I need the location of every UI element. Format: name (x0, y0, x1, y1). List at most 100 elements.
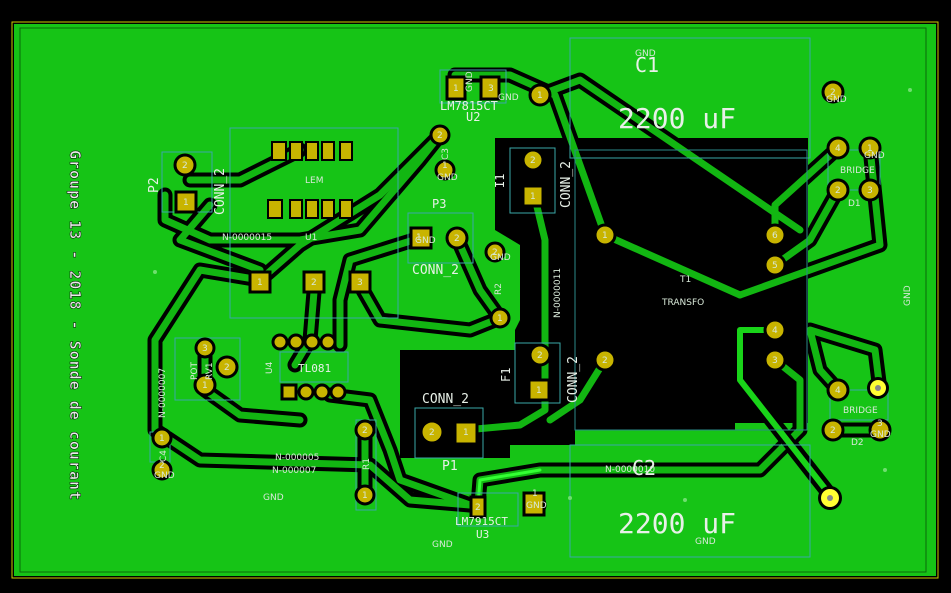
tracks (147, 67, 888, 513)
p1-ref: P1 (442, 459, 458, 474)
pad-num: 1 (497, 314, 503, 324)
d2-name: BRIDGE (843, 406, 878, 416)
board-edge-inner (19, 27, 927, 573)
net-n7a: N-0000007 (158, 368, 168, 418)
u2-pin-b: GND (465, 71, 475, 92)
pad (287, 333, 305, 351)
pad-num: 1 (416, 233, 422, 243)
pad (429, 124, 451, 146)
pad (763, 348, 787, 372)
pad-num: 1 (530, 192, 536, 202)
pad-num: 2 (475, 503, 481, 513)
pad-num: 1 (867, 144, 873, 154)
t1-name: TRANSFO (661, 298, 704, 308)
pad-num: 1 (463, 428, 469, 438)
pad (193, 373, 217, 397)
pad (489, 307, 511, 329)
pad-square (409, 226, 433, 250)
pad-num: 1 (183, 198, 189, 208)
i1-value: CONN_2 (559, 161, 574, 208)
pad (593, 348, 617, 372)
u3-name: LM7915CT (455, 515, 508, 528)
pad (821, 418, 845, 442)
u2-ref: U2 (466, 110, 480, 124)
pad-square (469, 495, 487, 519)
p2-ref: P2 (147, 177, 162, 193)
pad (313, 383, 331, 401)
pad-num: 2 (530, 156, 536, 166)
pad-num: 3 (357, 278, 363, 288)
pad (151, 459, 173, 481)
d2-ref: D2 (851, 438, 864, 448)
pad-num: 2 (454, 234, 460, 244)
pad-square (445, 75, 467, 101)
pad-square (453, 420, 479, 446)
pad-num: 1 (202, 381, 208, 391)
pad-num: 2 (492, 248, 498, 258)
d1-ref: D1 (848, 199, 861, 209)
pad (821, 80, 845, 104)
pad (858, 136, 882, 160)
pad-num: 1 (257, 278, 263, 288)
r1-ref: R1 (362, 458, 372, 470)
pad (763, 223, 787, 247)
board-edge (11, 21, 939, 579)
pad-num: 3 (877, 419, 883, 429)
net-n5: N-000005 (275, 453, 319, 463)
u1-ref: U1 (305, 233, 317, 243)
pad-square (302, 270, 326, 294)
pad (319, 333, 337, 351)
pad (826, 378, 850, 402)
u3-ref: U3 (476, 528, 489, 541)
pad-num: 2 (224, 363, 230, 373)
c2-ref: C2 (632, 456, 656, 480)
gnd-label: GND (903, 285, 913, 306)
pad (151, 427, 173, 449)
p2-value: CONN_2 (213, 168, 228, 215)
pot-sub: RV1 (205, 362, 215, 380)
u4-ref: U4 (265, 361, 275, 374)
u3-gnd: GND (526, 501, 547, 511)
u2-pin-a: 1 (453, 84, 459, 94)
f1-ref: F1 (499, 368, 513, 382)
pad (826, 136, 850, 160)
d1-name: BRIDGE (840, 166, 875, 176)
u1-name: LEM (305, 176, 323, 186)
pad-square (521, 184, 545, 208)
clearance-zone-transfo (400, 138, 808, 458)
net-n7b: N-000007 (272, 466, 316, 476)
pad-square (248, 270, 272, 294)
i1-ref: I1 (493, 174, 507, 188)
pad-num: 1 (532, 489, 538, 499)
c4-ref: C4 (159, 450, 169, 462)
pad-num: 2 (311, 278, 317, 288)
right-conn-gnd: GND (826, 95, 847, 105)
pad (763, 253, 787, 277)
pad (763, 318, 787, 342)
pad (521, 148, 545, 172)
c2-value: 2200 uF (618, 507, 736, 540)
u2-name: LM7815CT (440, 99, 498, 113)
pad-num: 2 (830, 88, 836, 98)
gnd-label: GND (263, 493, 284, 503)
c1-value: 2200 uF (618, 102, 736, 135)
pad (484, 241, 506, 263)
c4-gnd: GND (154, 471, 175, 481)
pad-square (522, 491, 546, 517)
gnd-label: GND (498, 93, 519, 103)
pad-num: 1 (362, 491, 368, 501)
r2-ref: R2 (494, 283, 504, 295)
pad-num: 3 (202, 344, 208, 354)
pad-num: 1 (159, 434, 165, 444)
net-n15: N-0000015 (222, 233, 272, 243)
c2-gnd: GND (695, 537, 716, 547)
pad-num: 1 (442, 161, 448, 171)
d2-gnd: GND (870, 430, 891, 440)
pad (194, 337, 216, 359)
pad-num: 2 (830, 426, 836, 436)
pad (354, 419, 376, 441)
p3-gnd: GND (415, 236, 436, 246)
r2-gnd: GND (490, 253, 511, 263)
pad-num: 5 (772, 261, 778, 271)
